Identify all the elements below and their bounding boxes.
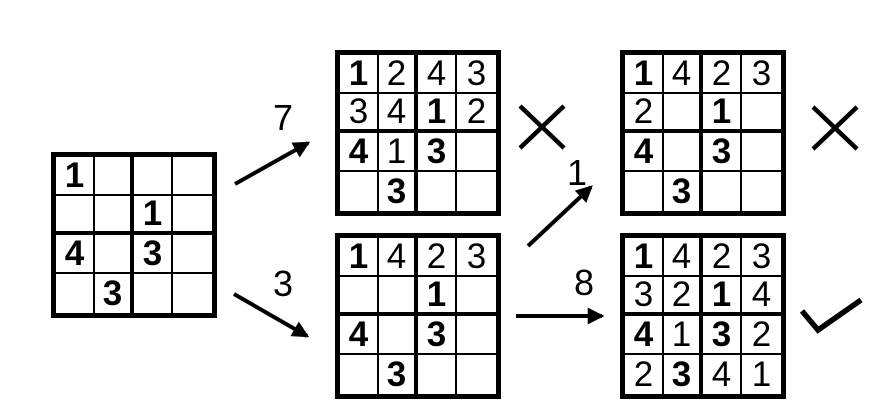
grid-cell: 1 <box>703 277 742 316</box>
grid-cell: 3 <box>457 238 496 277</box>
grid-cell: 3 <box>134 235 173 274</box>
grid-cell <box>379 277 418 316</box>
grid-cell <box>95 196 134 235</box>
grid-cell <box>742 133 781 172</box>
cross-icon <box>811 105 859 151</box>
grid-cell: 1 <box>418 94 457 133</box>
grid-cell: 4 <box>340 316 379 355</box>
grid-cell: 1 <box>418 277 457 316</box>
arrow-label: 8 <box>573 262 595 303</box>
grid-cell: 3 <box>340 94 379 133</box>
grid-cell <box>379 316 418 355</box>
grid-cell: 4 <box>418 55 457 94</box>
grid-cell: 3 <box>703 133 742 172</box>
grid-cell: 3 <box>625 277 664 316</box>
grid-cell: 1 <box>56 157 95 196</box>
grid-cell <box>340 172 379 211</box>
cross-icon <box>518 104 566 150</box>
grid-cell: 1 <box>664 316 703 355</box>
grid-cell: 3 <box>95 274 134 313</box>
grid-cell: 2 <box>703 238 742 277</box>
grid-cell: 2 <box>418 238 457 277</box>
arrow-start-to-top-middle <box>234 141 311 186</box>
grid-cell: 2 <box>379 55 418 94</box>
grid-cell <box>625 172 664 211</box>
grid-cell: 4 <box>625 133 664 172</box>
grid-cell <box>173 157 212 196</box>
grid-cell: 4 <box>742 277 781 316</box>
grid-cell: 2 <box>664 277 703 316</box>
grid-cell: 2 <box>457 94 496 133</box>
grid-cell <box>173 235 212 274</box>
grid-cell: 4 <box>56 235 95 274</box>
grid-cell: 2 <box>625 94 664 133</box>
grid-cell <box>95 235 134 274</box>
grid-cell <box>664 133 703 172</box>
grid-cell <box>742 172 781 211</box>
arrow-bottom-middle-to-top-right <box>526 185 593 248</box>
grid-cell: 2 <box>703 55 742 94</box>
grid-cell: 3 <box>418 133 457 172</box>
grid-cell: 1 <box>134 196 173 235</box>
grid-cell <box>340 277 379 316</box>
grid-cell <box>56 196 95 235</box>
grid-cell <box>95 157 134 196</box>
grid-cell <box>457 355 496 394</box>
grid-cell: 3 <box>703 316 742 355</box>
grid-cell <box>134 274 173 313</box>
grid-cell: 1 <box>703 94 742 133</box>
grid-cell: 1 <box>625 238 664 277</box>
grid-cell: 4 <box>625 316 664 355</box>
grid-cell: 3 <box>742 238 781 277</box>
grid-cell: 3 <box>664 172 703 211</box>
grid-cell: 2 <box>625 355 664 394</box>
grid-cell <box>457 277 496 316</box>
arrow-start-to-bottom-middle <box>233 292 310 338</box>
grid-cell <box>418 172 457 211</box>
grid-cell: 1 <box>340 238 379 277</box>
grid-cell: 4 <box>379 238 418 277</box>
grid-cell: 2 <box>742 316 781 355</box>
grid-cell: 1 <box>340 55 379 94</box>
grid-cell <box>418 355 457 394</box>
grid-cell: 4 <box>664 238 703 277</box>
grid-cell <box>340 355 379 394</box>
grid-cell <box>457 316 496 355</box>
grid-cell: 3 <box>664 355 703 394</box>
grid-cell: 4 <box>664 55 703 94</box>
grid-cell <box>56 274 95 313</box>
grid-cell <box>664 94 703 133</box>
grid-cell: 3 <box>457 55 496 94</box>
check-icon <box>799 297 863 334</box>
grid-cell <box>742 94 781 133</box>
grid-cell: 3 <box>418 316 457 355</box>
grid-cell: 3 <box>379 355 418 394</box>
grid-cell <box>457 133 496 172</box>
grid-cell <box>173 196 212 235</box>
grid-cell: 3 <box>379 172 418 211</box>
arrow-label: 3 <box>272 263 294 304</box>
grid-cell: 3 <box>742 55 781 94</box>
arrow-label: 1 <box>566 152 588 193</box>
grid-cell <box>173 274 212 313</box>
grid-cell: 4 <box>703 355 742 394</box>
grid-cell: 4 <box>340 133 379 172</box>
grid-cell <box>703 172 742 211</box>
grid-cell: 1 <box>379 133 418 172</box>
grid-cell: 1 <box>625 55 664 94</box>
grid-cell <box>134 157 173 196</box>
grid-cell: 1 <box>751 355 772 394</box>
grid-cell <box>457 172 496 211</box>
grid-cell: 4 <box>379 94 418 133</box>
arrow-label: 7 <box>272 97 294 138</box>
